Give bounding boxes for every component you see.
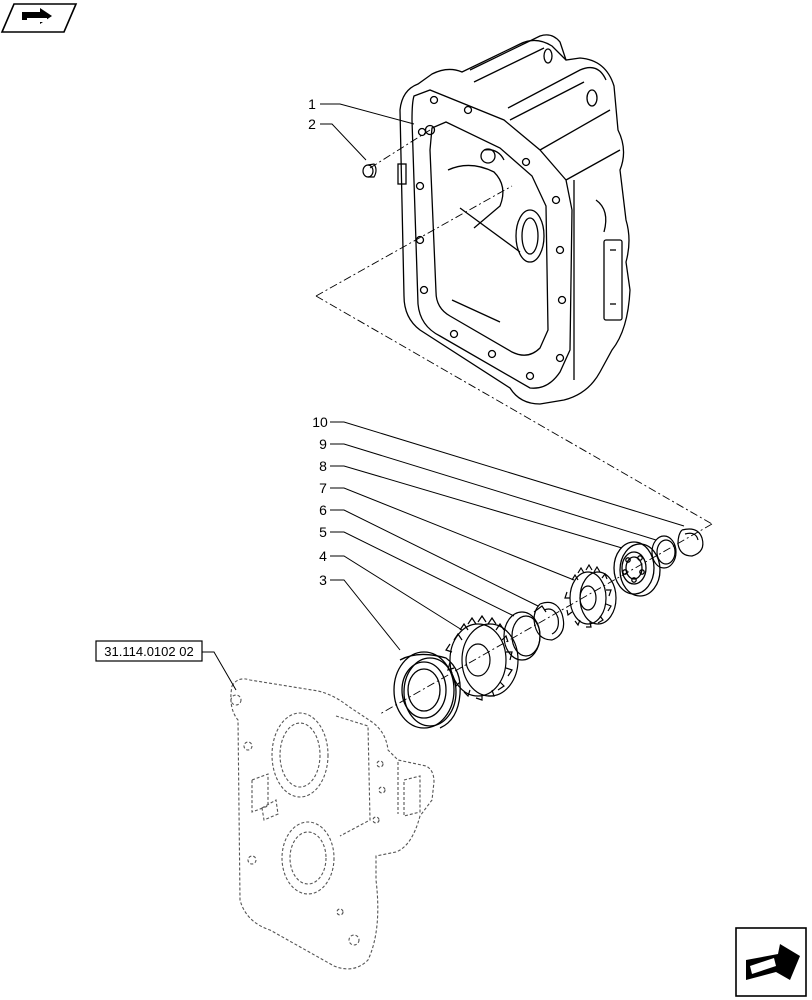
callout-9: 9 [319, 436, 327, 452]
next-page-arrow-icon[interactable] [735, 927, 807, 997]
callout-3: 3 [319, 572, 327, 588]
pinion-gear-part-7 [564, 563, 617, 628]
previous-page-arrow-icon[interactable] [0, 3, 78, 33]
assembly-centerline [315, 129, 713, 715]
housing-part-1 [397, 34, 631, 405]
bearing-part-8 [613, 541, 661, 597]
callout-10: 10 [312, 414, 328, 430]
callout-7: 7 [319, 480, 327, 496]
gear-part-4 [445, 614, 519, 701]
dowel-pin-part-2 [362, 163, 377, 178]
snap-ring-part-6 [533, 601, 565, 641]
callout-1: 1 [308, 96, 316, 112]
bearing-part-3 [393, 651, 461, 729]
callout-4: 4 [319, 548, 327, 564]
callout-8: 8 [319, 458, 327, 474]
phantom-reference-housing [230, 678, 435, 970]
snap-ring-part-10 [677, 528, 704, 557]
callout-labels: 1 2 10 9 8 7 6 5 4 3 [308, 96, 328, 588]
callout-2: 2 [308, 116, 316, 132]
reference-code: 31.114.0102 02 [104, 644, 193, 659]
callout-5: 5 [319, 524, 327, 540]
callout-6: 6 [319, 502, 327, 518]
callout-leaders [202, 103, 685, 691]
ring-part-9 [651, 535, 677, 569]
reference-link-box[interactable]: 31.114.0102 02 [95, 640, 203, 662]
